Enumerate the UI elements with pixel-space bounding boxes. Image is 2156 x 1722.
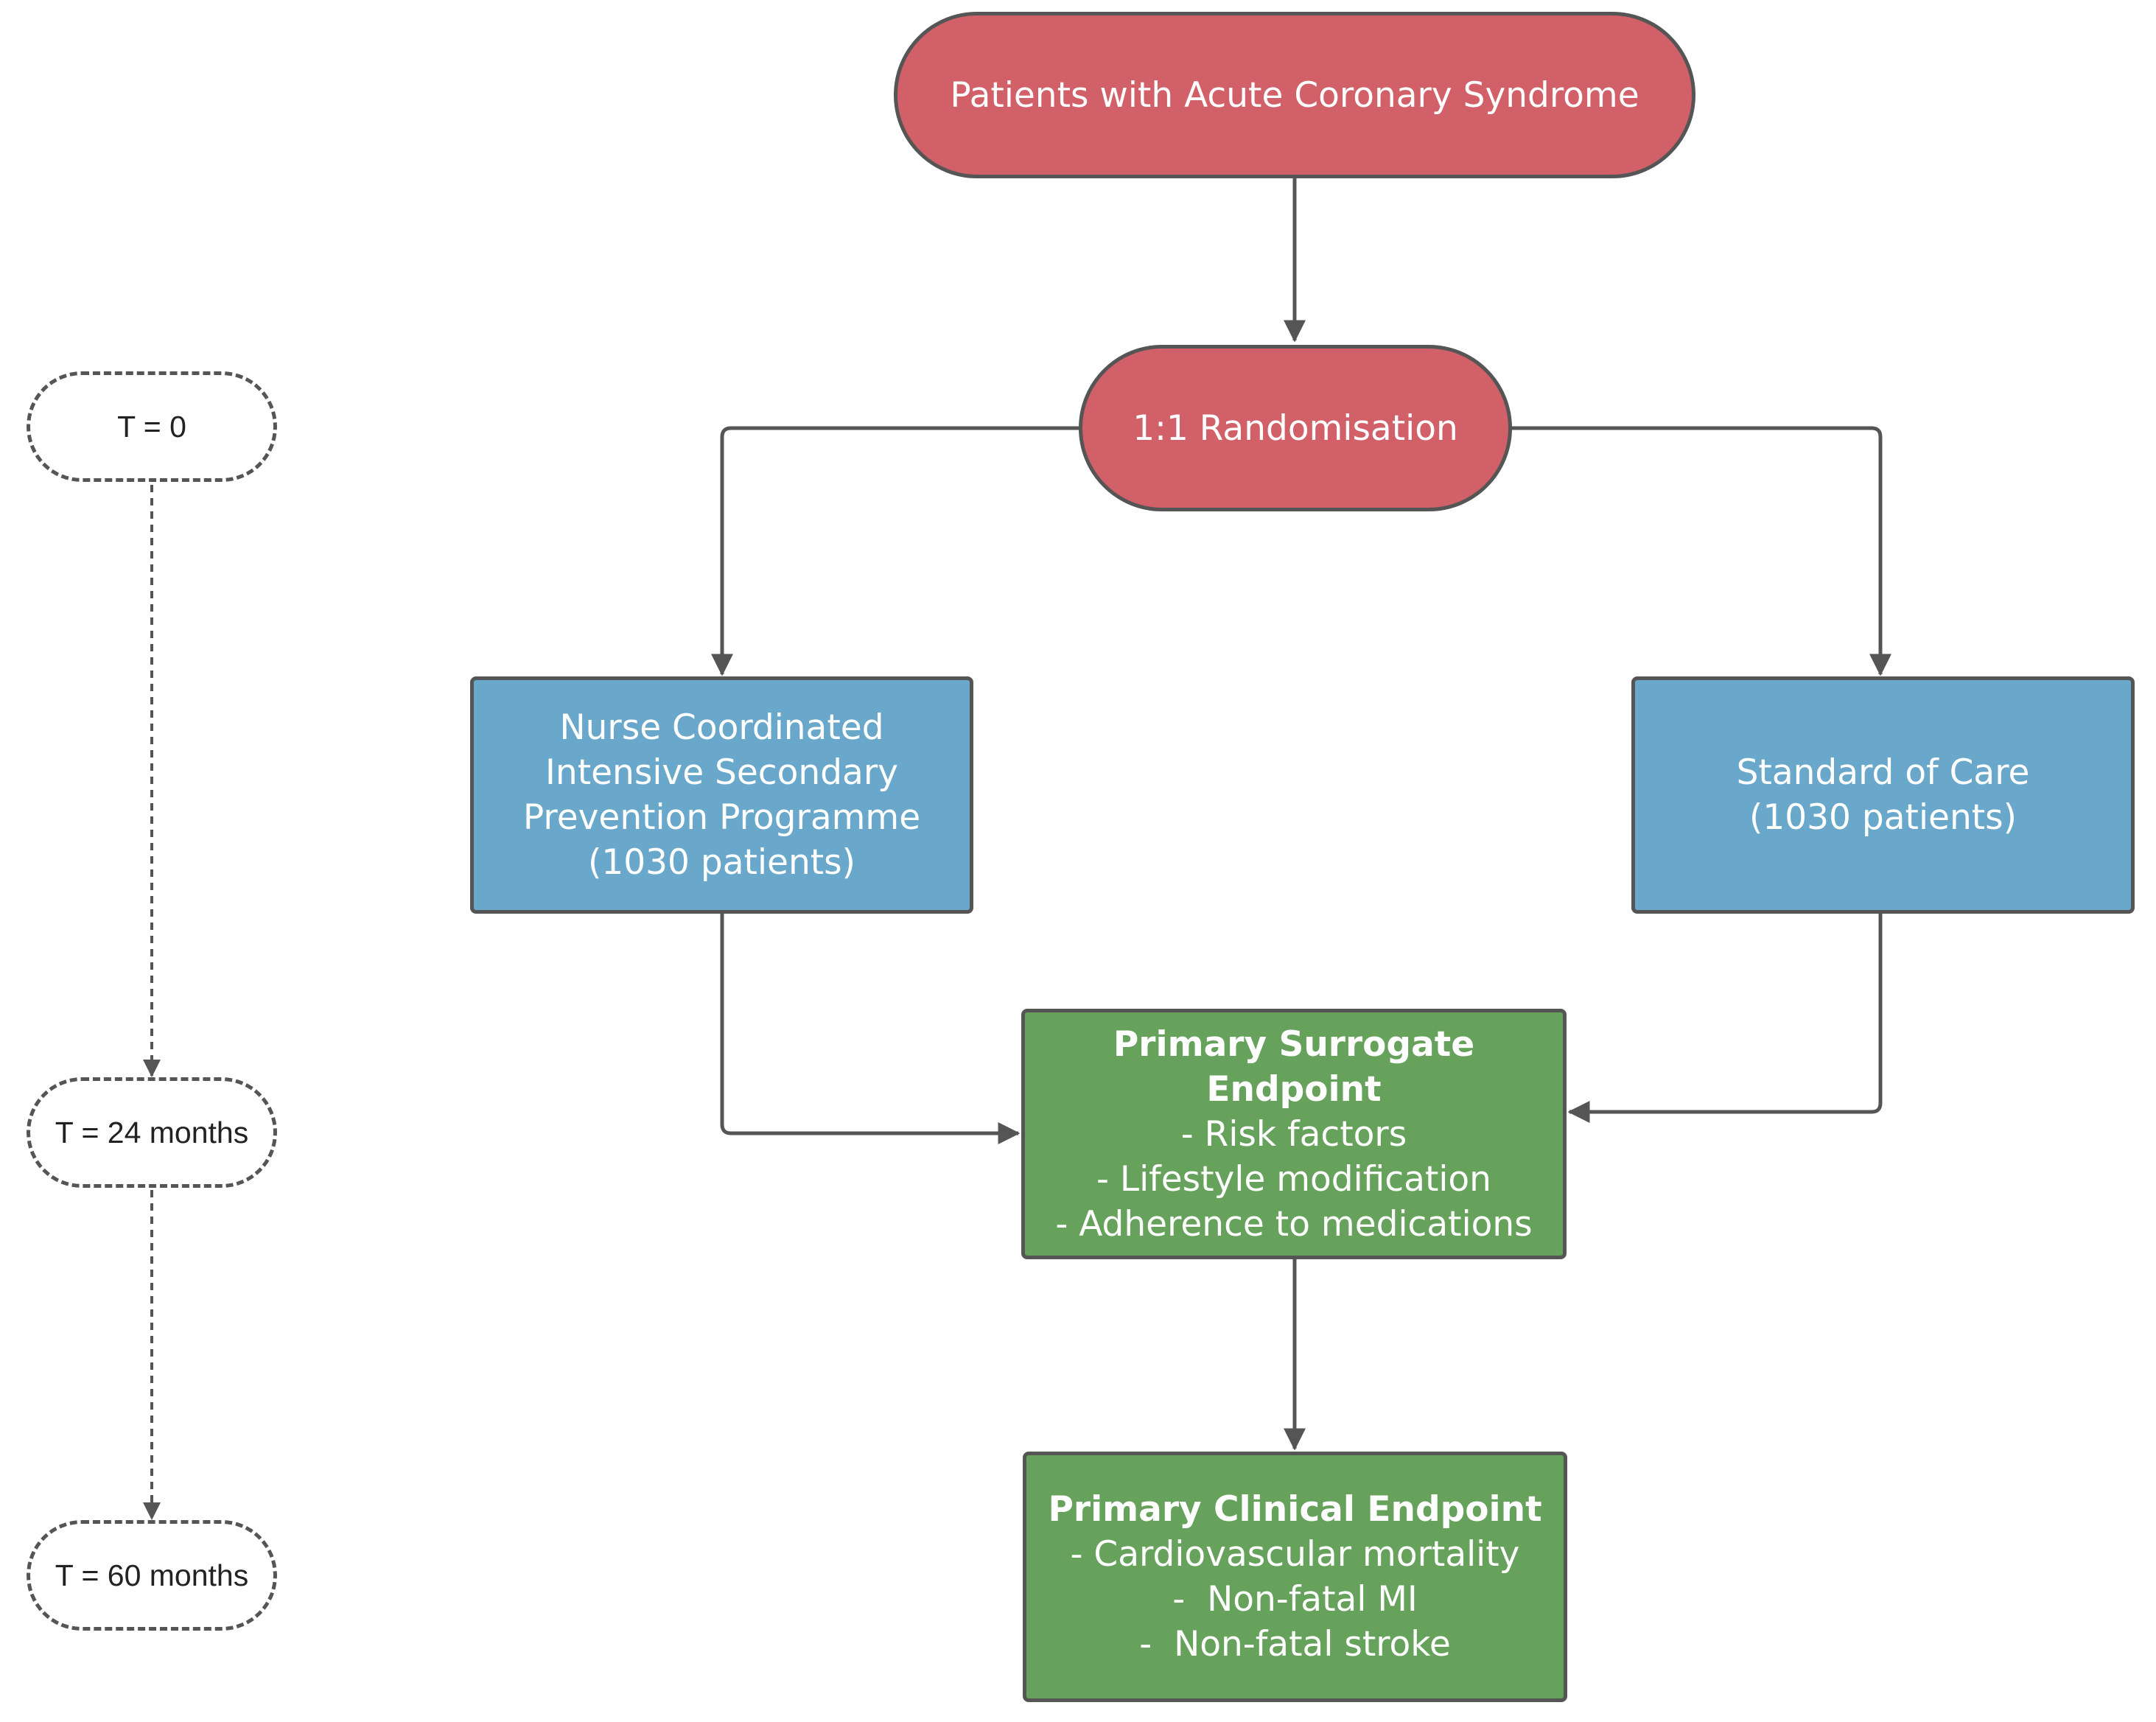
clinical-endpoint-box: Primary Clinical Endpoint - Cardiovascul…: [1023, 1452, 1567, 1702]
control-arm-box: Standard of Care (1030 patients): [1631, 676, 2135, 914]
clinical-item-3: - Non-fatal stroke: [1139, 1624, 1451, 1665]
population-label: Patients with Acute Coronary Syndrome: [950, 74, 1639, 116]
surrogate-item-3: - Adherence to medications: [1055, 1203, 1533, 1245]
arrow-control-to-surrogate: [1567, 914, 1883, 1123]
surrogate-endpoint-box: Primary Surrogate Endpoint - Risk factor…: [1021, 1009, 1567, 1259]
arrow-intervention-to-surrogate: [720, 914, 1021, 1144]
clinical-item-1: - Cardiovascular mortality: [1070, 1534, 1520, 1575]
intervention-line-1: Nurse Coordinated: [559, 707, 884, 748]
timeline-t24-label: T = 24 months: [55, 1115, 249, 1149]
surrogate-item-2: - Lifestyle modification: [1096, 1158, 1491, 1200]
clinical-item-2: - Non-fatal MI: [1172, 1579, 1418, 1620]
intervention-line-4: (1030 patients): [588, 842, 855, 883]
intervention-arm-box: Nurse Coordinated Intensive Secondary Pr…: [470, 676, 973, 914]
timeline-t0: T = 0: [27, 371, 277, 482]
population-node: Patients with Acute Coronary Syndrome: [894, 12, 1695, 178]
timeline-t0-label: T = 0: [117, 409, 186, 444]
timeline-t60-label: T = 60 months: [55, 1558, 249, 1592]
control-line-1: Standard of Care: [1736, 752, 2030, 793]
surrogate-item-1: - Risk factors: [1180, 1113, 1407, 1155]
surrogate-title: Primary Surrogate Endpoint: [1113, 1023, 1475, 1110]
timeline-t24: T = 24 months: [27, 1077, 277, 1188]
timeline-t60: T = 60 months: [27, 1520, 277, 1631]
randomisation-label: 1:1 Randomisation: [1133, 407, 1458, 449]
randomisation-node: 1:1 Randomisation: [1079, 345, 1512, 511]
intervention-line-3: Prevention Programme: [522, 797, 921, 838]
arrow-randomisation-to-control: [1511, 426, 1891, 676]
control-line-2: (1030 patients): [1749, 797, 2017, 838]
clinical-title: Primary Clinical Endpoint: [1048, 1489, 1542, 1530]
intervention-line-2: Intensive Secondary: [545, 752, 898, 793]
arrow-randomisation-to-intervention: [711, 426, 1079, 676]
